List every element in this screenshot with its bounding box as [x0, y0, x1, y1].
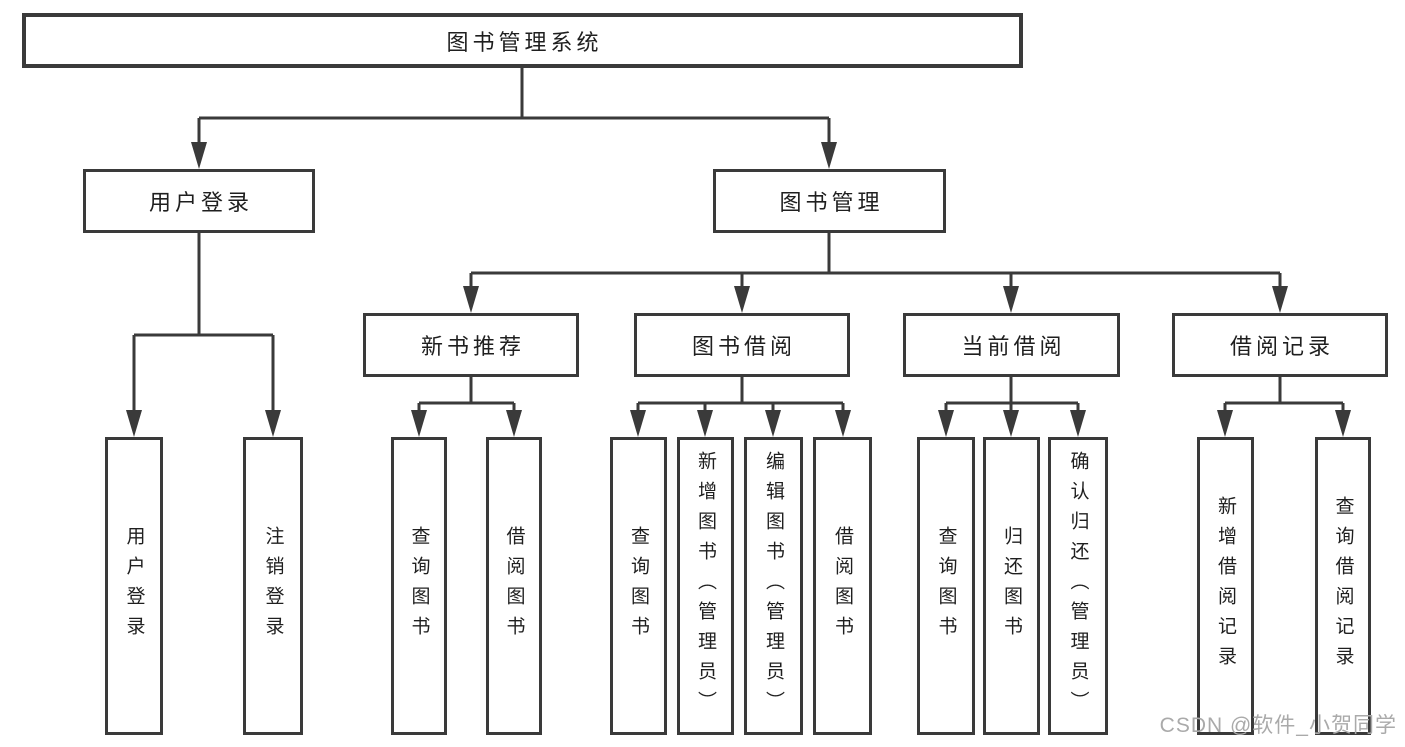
- connector-bookmgmt-to-level3: [463, 233, 1288, 313]
- leaf-query-borrow-record-label: 查询借阅记录: [1332, 496, 1354, 676]
- leaf-confirm-return-admin: 确认归还（管理员）: [1048, 437, 1108, 735]
- leaf-edit-books-admin: 编辑图书（管理员）: [744, 437, 803, 735]
- node-book-borrowing-label: 图书借阅: [691, 334, 796, 359]
- leaf-add-books-admin: 新增图书（管理员）: [677, 437, 734, 735]
- leaf-add-borrow-record: 新增借阅记录: [1197, 437, 1254, 735]
- leaf-borrow-query-books: 查询图书: [610, 437, 667, 735]
- node-book-management: 图书管理: [713, 169, 946, 233]
- leaf-borrow-query-books-label: 查询图书: [628, 526, 649, 646]
- node-new-book-recommend: 新书推荐: [363, 313, 579, 377]
- connector-current-to-leaves: [938, 377, 1086, 437]
- leaf-add-borrow-record-label: 新增借阅记录: [1215, 496, 1236, 676]
- node-book-borrowing: 图书借阅: [634, 313, 850, 377]
- csdn-watermark: CSDN @软件_小贺同学: [1159, 714, 1397, 737]
- leaf-add-books-admin-label: 新增图书（管理员）: [695, 451, 716, 721]
- leaf-logout-label: 注销登录: [262, 526, 284, 646]
- leaf-rec-query-books-label: 查询图书: [408, 526, 430, 646]
- leaf-borrow-books: 借阅图书: [813, 437, 872, 735]
- leaf-confirm-return-admin-label: 确认归还（管理员）: [1067, 451, 1089, 721]
- leaf-query-borrow-record: 查询借阅记录: [1315, 437, 1371, 735]
- connector-borrow-to-leaves: [630, 377, 851, 437]
- leaf-user-login: 用户登录: [105, 437, 163, 735]
- node-root-system: 图书管理系统: [22, 13, 1023, 68]
- leaf-rec-borrow-books: 借阅图书: [486, 437, 542, 735]
- node-current-borrowing: 当前借阅: [903, 313, 1120, 377]
- node-borrowing-records: 借阅记录: [1172, 313, 1388, 377]
- leaf-borrow-books-label: 借阅图书: [832, 526, 853, 646]
- connector-root-to-level2: [191, 68, 837, 169]
- node-current-borrowing-label: 当前借阅: [961, 334, 1066, 359]
- leaf-edit-books-admin-label: 编辑图书（管理员）: [763, 451, 784, 721]
- connector-newrec-to-leaves: [411, 377, 522, 437]
- connector-records-to-leaves: [1217, 377, 1351, 437]
- node-book-management-label: 图书管理: [779, 190, 884, 215]
- leaf-return-books: 归还图书: [983, 437, 1040, 735]
- node-root-system-label: 图书管理系统: [446, 29, 603, 55]
- node-user-login: 用户登录: [83, 169, 315, 233]
- leaf-current-query-books: 查询图书: [917, 437, 975, 735]
- connector-userlogin-to-leaves: [126, 233, 281, 437]
- leaf-current-query-books-label: 查询图书: [935, 526, 957, 646]
- node-borrowing-records-label: 借阅记录: [1229, 334, 1334, 359]
- leaf-return-books-label: 归还图书: [1001, 526, 1022, 646]
- leaf-user-login-label: 用户登录: [123, 526, 145, 646]
- leaf-logout: 注销登录: [243, 437, 303, 735]
- node-new-book-recommend-label: 新书推荐: [420, 334, 525, 359]
- node-user-login-label: 用户登录: [148, 190, 253, 215]
- leaf-rec-query-books: 查询图书: [391, 437, 447, 735]
- leaf-rec-borrow-books-label: 借阅图书: [503, 526, 525, 646]
